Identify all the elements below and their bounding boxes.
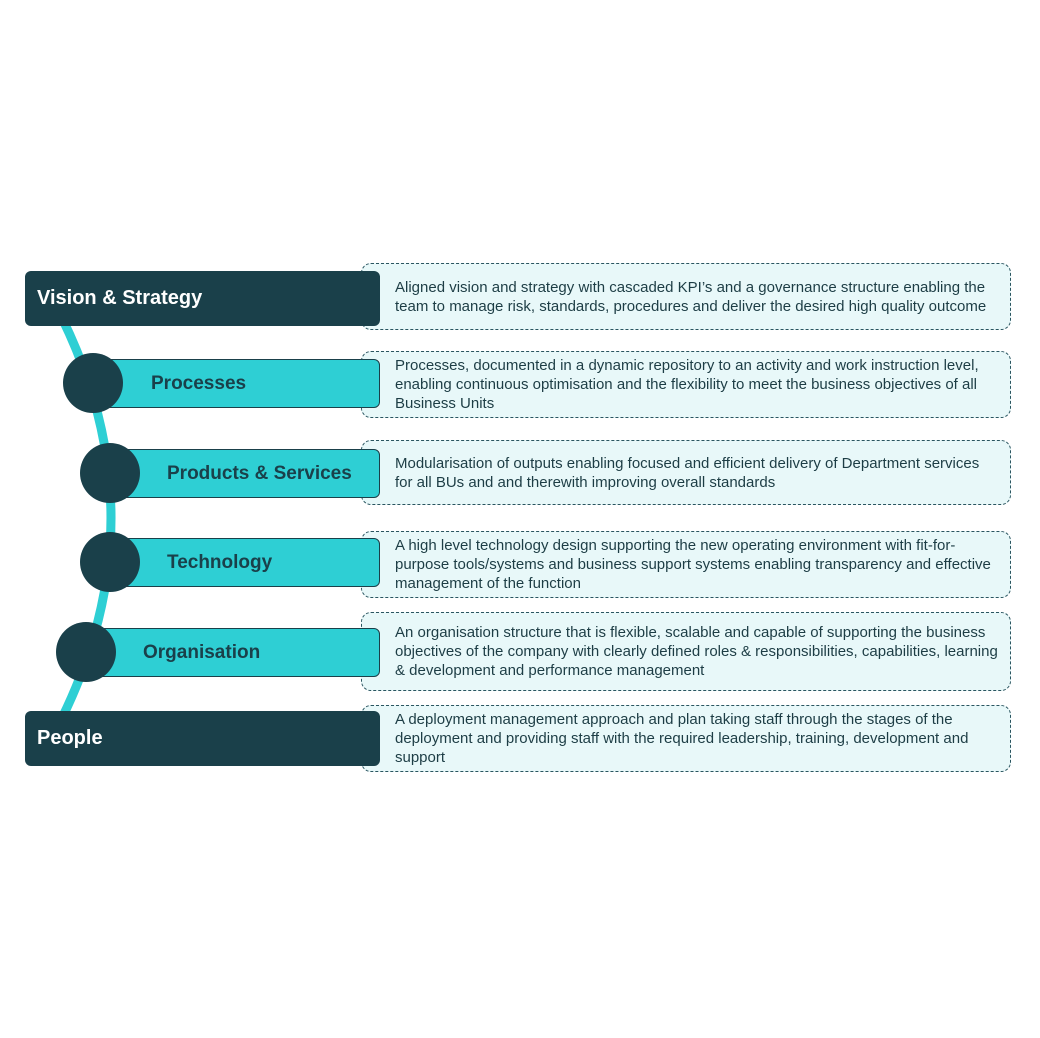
label-processes: Processes xyxy=(95,359,380,408)
description-organisation: An organisation structure that is flexib… xyxy=(361,612,1011,691)
label-text: Vision & Strategy xyxy=(37,287,203,309)
label-technology: Technology xyxy=(110,538,380,587)
circle-marker xyxy=(80,443,140,503)
label-text: Products & Services xyxy=(167,462,352,484)
description-text: Aligned vision and strategy with cascade… xyxy=(395,278,987,315)
label-vision-strategy: Vision & Strategy xyxy=(25,271,380,326)
description-people: A deployment management approach and pla… xyxy=(361,705,1011,772)
label-text: People xyxy=(37,727,103,749)
circle-marker xyxy=(80,532,140,592)
description-technology: A high level technology design supportin… xyxy=(361,531,1011,598)
description-text: A deployment management approach and pla… xyxy=(395,711,969,766)
label-products-services: Products & Services xyxy=(110,449,380,498)
description-text: A high level technology design supportin… xyxy=(395,537,991,592)
label-people: People xyxy=(25,711,380,766)
circle-marker xyxy=(56,622,116,682)
description-text: Modularisation of outputs enabling focus… xyxy=(395,454,980,491)
description-processes: Processes, documented in a dynamic repos… xyxy=(361,351,1011,418)
description-vision-strategy: Aligned vision and strategy with cascade… xyxy=(361,263,1011,330)
label-text: Technology xyxy=(167,551,273,573)
label-text: Processes xyxy=(151,372,247,394)
description-products-services: Modularisation of outputs enabling focus… xyxy=(361,440,1011,505)
description-text: An organisation structure that is flexib… xyxy=(395,624,998,679)
label-organisation: Organisation xyxy=(85,628,380,677)
circle-marker xyxy=(63,353,123,413)
description-text: Processes, documented in a dynamic repos… xyxy=(395,357,979,412)
label-text: Organisation xyxy=(143,641,261,663)
